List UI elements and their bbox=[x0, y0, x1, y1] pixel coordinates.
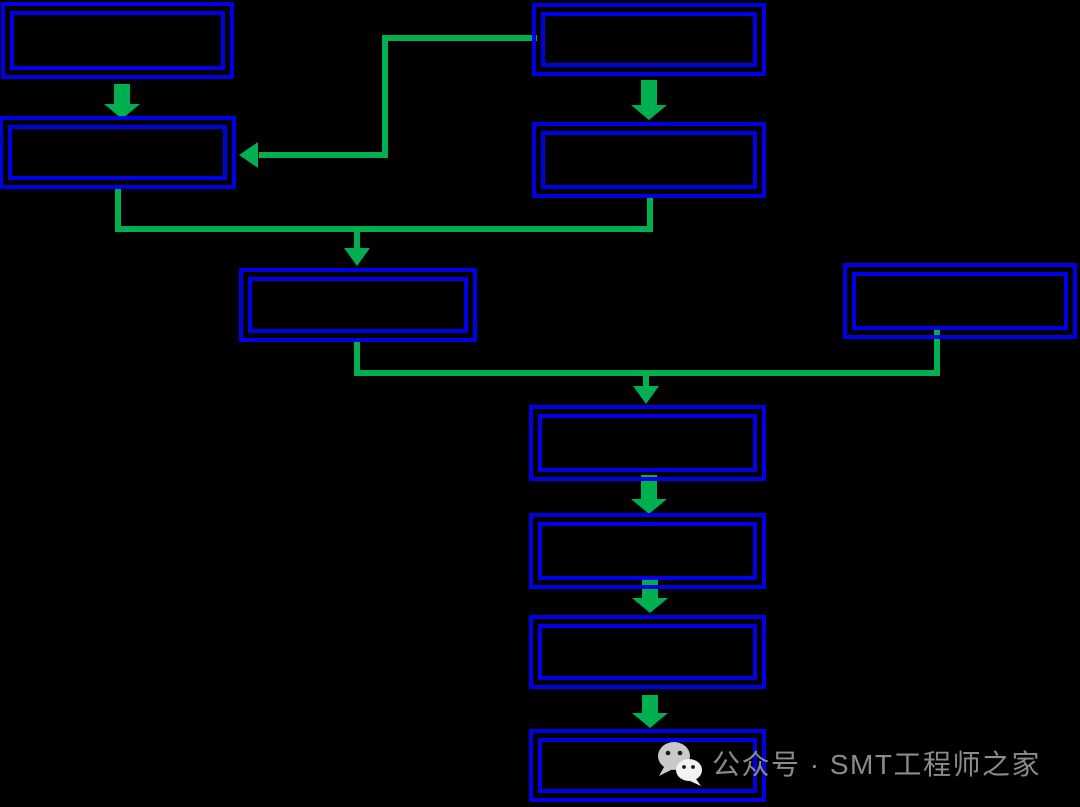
arrow-chain-1-2 bbox=[631, 475, 667, 514]
wechat-eye bbox=[665, 750, 671, 756]
box-chain-2-inner-border bbox=[538, 522, 757, 580]
wechat-bubble-small-tail bbox=[690, 779, 701, 786]
box-top-right bbox=[532, 3, 766, 76]
wechat-icon bbox=[658, 742, 702, 786]
box-top-left bbox=[1, 2, 234, 79]
line-merge-to-chain1-arrowhead bbox=[633, 386, 659, 404]
wechat-eye bbox=[691, 765, 695, 769]
box-top-left-inner-border bbox=[10, 11, 225, 70]
line-merge-to-middle-arrowhead bbox=[344, 248, 370, 266]
box-right-2 bbox=[532, 122, 766, 198]
wechat-eye bbox=[677, 750, 683, 756]
wechat-bubble-large-tail bbox=[659, 767, 673, 776]
box-chain-4-inner-border bbox=[538, 738, 757, 793]
box-chain-3 bbox=[529, 615, 766, 689]
arrow-top-left-down bbox=[104, 84, 140, 119]
box-left-2 bbox=[0, 116, 236, 189]
box-right-side bbox=[843, 263, 1077, 339]
box-top-right-inner-border bbox=[541, 12, 757, 67]
arrow-top-right-down bbox=[631, 80, 667, 120]
box-middle bbox=[239, 268, 477, 342]
wechat-eye bbox=[682, 765, 686, 769]
arrow-chain-3-4 bbox=[632, 695, 668, 728]
box-chain-3-inner-border bbox=[538, 624, 757, 680]
box-chain-1 bbox=[529, 405, 766, 481]
box-chain-4 bbox=[529, 729, 766, 802]
watermark: 公众号 · SMT工程师之家 bbox=[656, 740, 1041, 786]
box-right-side-inner-border bbox=[852, 272, 1068, 330]
box-chain-1-inner-border bbox=[538, 414, 757, 472]
watermark-text: 公众号 · SMT工程师之家 bbox=[712, 749, 1041, 780]
box-chain-2 bbox=[529, 513, 766, 589]
arrow-chain-2-3 bbox=[632, 576, 668, 613]
box-left-2-inner-border bbox=[8, 125, 227, 180]
box-middle-inner-border bbox=[248, 277, 468, 333]
wechat-bubble-small bbox=[676, 759, 702, 781]
box-right-2-inner-border bbox=[541, 131, 757, 189]
line-topright-to-left2-arrowhead bbox=[239, 142, 258, 168]
